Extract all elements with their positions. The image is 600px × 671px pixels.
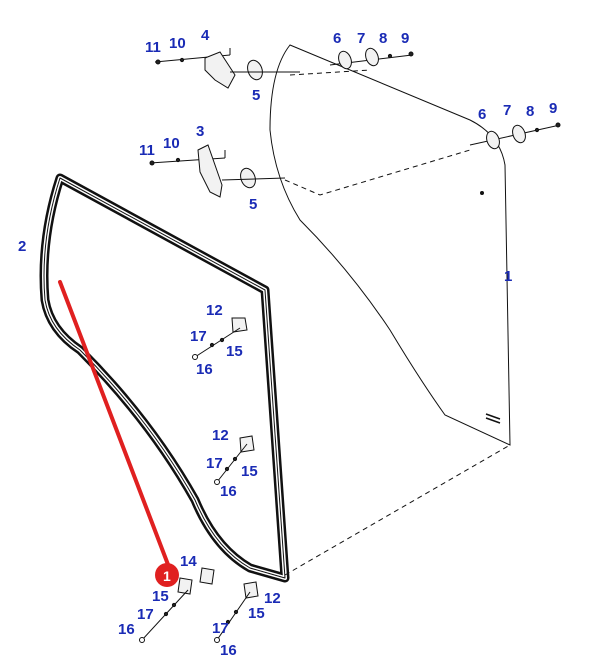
label-part-1: 1	[504, 268, 512, 285]
clip-assembly-lower-right	[214, 581, 259, 643]
lower-hinge-bolts-right	[469, 122, 561, 150]
label-part-2: 2	[18, 238, 26, 255]
highlight-marker	[155, 563, 179, 587]
highlight-pointer-line	[58, 280, 174, 577]
label-part-16-lower-left: 16	[118, 621, 135, 638]
label-part-15-middle: 15	[241, 463, 258, 480]
label-part-17-lower-right: 17	[212, 620, 229, 637]
label-part-17-middle: 17	[206, 455, 223, 472]
label-part-6-upper: 6	[333, 30, 341, 47]
projection-line-hinge-lower	[284, 149, 471, 196]
label-part-10-lower: 10	[163, 135, 180, 152]
glass-pane-outline	[269, 44, 511, 446]
clip-assembly-lower-left	[139, 567, 215, 643]
label-part-4: 4	[201, 27, 210, 44]
label-part-7-upper: 7	[357, 30, 365, 47]
label-part-15-lower-left: 15	[152, 588, 169, 605]
glass-grip-mark	[485, 413, 501, 424]
label-part-12-lower-right: 12	[264, 590, 281, 607]
label-part-11-lower: 11	[139, 142, 155, 159]
label-part-10-upper: 10	[169, 35, 186, 52]
projection-line-hinge-upper	[289, 69, 371, 76]
label-part-17-lower-left: 17	[137, 606, 154, 623]
lower-hinge-assembly	[149, 144, 286, 198]
label-part-9-upper: 9	[401, 30, 409, 47]
label-part-6-lower: 6	[478, 106, 486, 123]
label-part-7-lower: 7	[503, 102, 511, 119]
clip-assembly-upper	[192, 317, 248, 360]
label-part-17-upper: 17	[190, 328, 207, 345]
label-part-5-lower: 5	[249, 196, 257, 213]
clip-assembly-middle	[214, 435, 255, 485]
highlight-marker-text: 1	[163, 568, 171, 584]
label-part-15-lower-right: 15	[248, 605, 265, 622]
upper-hinge-assembly	[154, 48, 300, 89]
label-part-12-upper: 12	[206, 302, 223, 319]
label-part-5-upper: 5	[252, 87, 260, 104]
label-part-15-upper: 15	[226, 343, 243, 360]
label-part-16-upper: 16	[196, 361, 213, 378]
projection-line-bottom	[284, 444, 511, 576]
label-part-16-middle: 16	[220, 483, 237, 500]
door-seal-frame	[39, 173, 290, 583]
glass-hole	[480, 191, 484, 195]
label-part-3: 3	[196, 123, 204, 140]
label-part-9-lower: 9	[549, 100, 557, 117]
label-part-16-lower-right: 16	[220, 642, 237, 659]
label-part-14: 14	[180, 553, 197, 570]
label-part-12-middle: 12	[212, 427, 229, 444]
label-part-8-upper: 8	[379, 30, 387, 47]
label-part-11-upper: 11	[145, 39, 161, 56]
upper-hinge-bolts-right	[329, 47, 414, 70]
label-part-8-lower: 8	[526, 103, 534, 120]
